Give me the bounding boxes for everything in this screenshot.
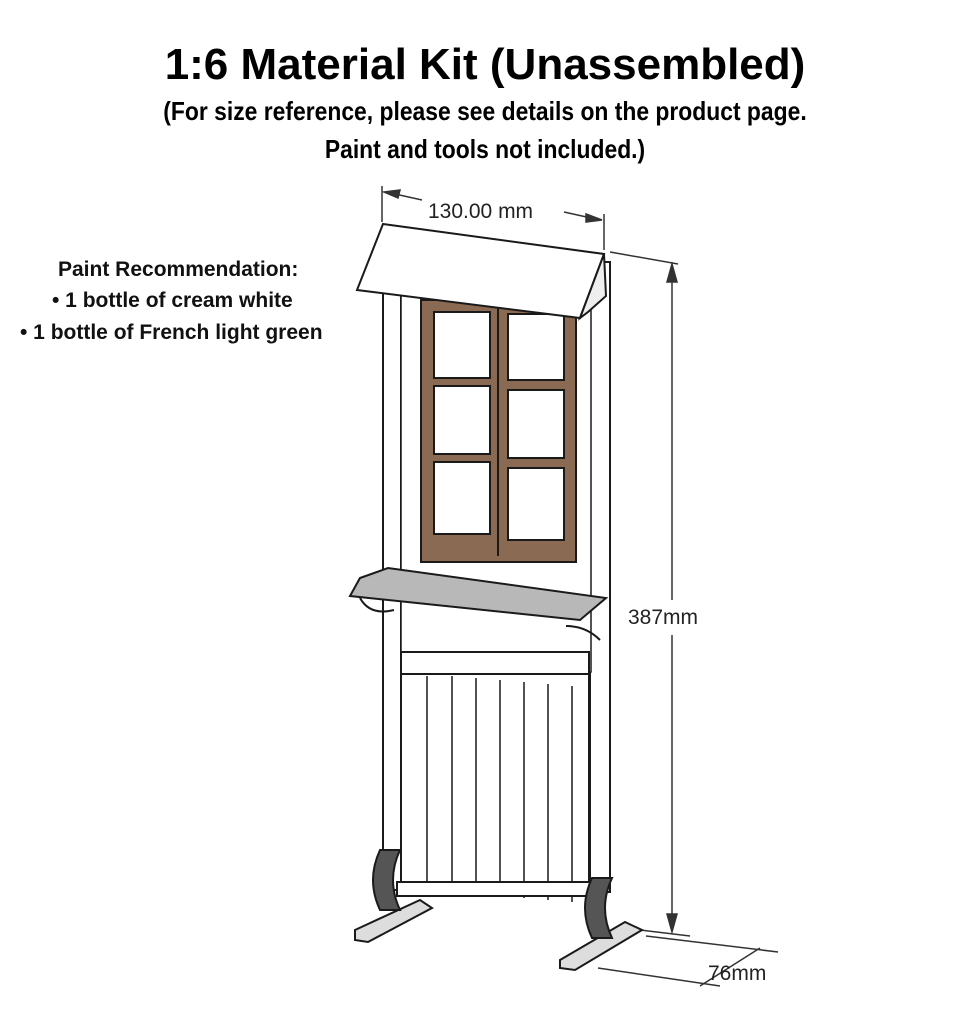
planks xyxy=(426,676,573,902)
subtitle-line-2: Paint and tools not included.) xyxy=(324,134,646,164)
width-label: 130.00 mm xyxy=(428,200,534,223)
paint-item: • 1 bottle of cream white xyxy=(52,289,293,312)
depth-dimension xyxy=(597,935,779,987)
lower-panel xyxy=(400,673,590,895)
width-dimension xyxy=(381,186,605,250)
rail xyxy=(400,651,590,675)
paint-heading: Paint Recommendation: xyxy=(58,258,299,281)
right-post xyxy=(589,261,611,893)
height-dimension xyxy=(609,251,691,937)
page-title: 1:6 Material Kit (Unassembled) xyxy=(164,40,806,89)
shelf xyxy=(348,566,609,622)
height-label: 387mm xyxy=(628,606,699,629)
bottom-rail xyxy=(396,881,592,897)
depth-label: 76mm xyxy=(708,962,767,985)
left-foot xyxy=(354,898,434,944)
paint-item: • 1 bottle of French light green xyxy=(20,321,323,344)
right-foot-bracket xyxy=(584,877,614,939)
subtitle-line-1: (For size reference, please see details … xyxy=(163,96,807,126)
left-foot-bracket xyxy=(372,849,402,911)
window-panes xyxy=(433,311,565,541)
right-foot xyxy=(559,920,645,972)
